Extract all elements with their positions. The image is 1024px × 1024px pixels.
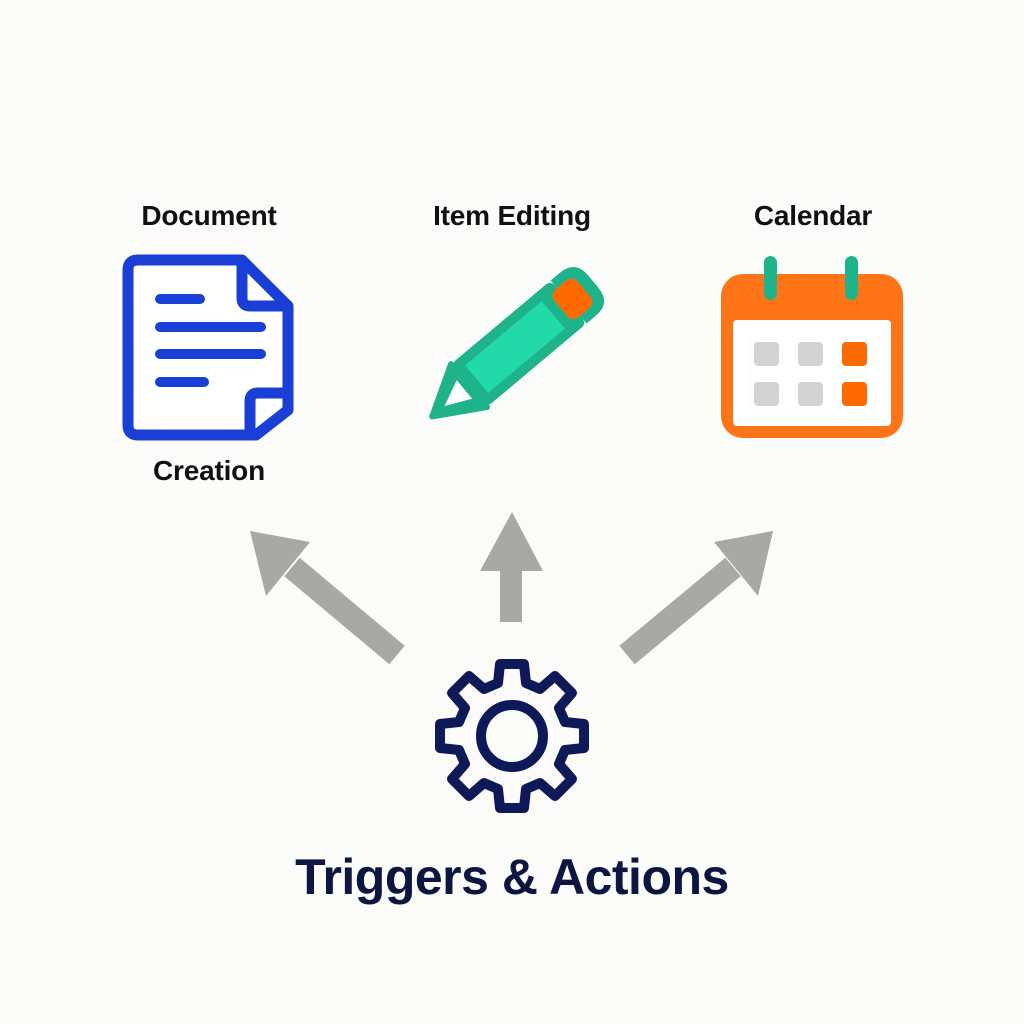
calendar-icon [721, 256, 903, 438]
diagram-title: Triggers & Actions [295, 849, 729, 905]
gear-icon [435, 659, 589, 813]
pencil-icon [429, 267, 605, 420]
arrow-up-right-icon [619, 531, 773, 665]
item-editing-label: Item Editing [433, 200, 591, 231]
document-label: Document [141, 200, 277, 231]
calendar-label: Calendar [753, 200, 873, 231]
arrow-up-left-icon [250, 531, 405, 665]
arrow-up-icon [480, 512, 543, 622]
document-icon [122, 254, 294, 441]
creation-label: Creation [153, 455, 265, 486]
